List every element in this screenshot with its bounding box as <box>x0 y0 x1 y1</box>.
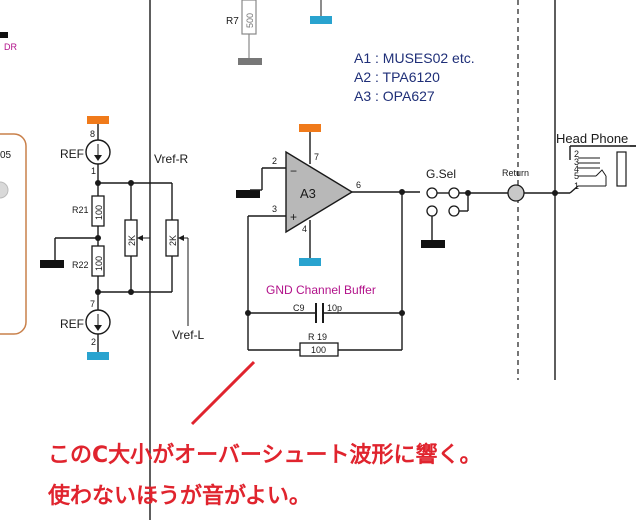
power-positive-bar <box>299 124 321 132</box>
ground-bar-icon <box>421 240 445 248</box>
power-positive-bar <box>87 116 109 124</box>
svg-text:3: 3 <box>574 157 579 167</box>
r7-label: R7 <box>226 16 239 27</box>
ref-top-label: REF <box>60 147 84 161</box>
r7-value: 500 <box>245 13 255 28</box>
r22-label: R22 <box>72 260 89 270</box>
reference-block: 8 REF 1 R21 100 R22 100 7 REF 2 <box>40 116 205 360</box>
gsel-label: G.Sel <box>426 167 456 181</box>
svg-text:7: 7 <box>90 299 95 309</box>
svg-text:8: 8 <box>90 129 95 139</box>
svg-text:1: 1 <box>91 166 96 176</box>
ground-bar-icon <box>238 58 262 65</box>
annotation-line1: このC大小がオーバーシュート波形に響く。 <box>48 442 482 468</box>
feedback-network: GND Channel Buffer C9 10p R 19 100 <box>245 283 405 357</box>
svg-text:6: 6 <box>356 180 361 190</box>
svg-text:100: 100 <box>94 256 104 271</box>
svg-text:4: 4 <box>574 164 579 174</box>
svg-text:+: + <box>290 210 297 224</box>
ground-bar-icon <box>236 190 260 198</box>
buffer-title: GND Channel Buffer <box>266 283 376 297</box>
annotation: このC大小がオーバーシュート波形に響く。 使わないほうが音がよい。 <box>47 360 482 509</box>
top-fragment: DR R7 500 <box>0 0 332 520</box>
return-label: Return <box>502 168 529 178</box>
svg-text:100: 100 <box>94 205 104 220</box>
svg-text:2K: 2K <box>127 235 137 246</box>
note-a1: A1 : MUSES02 etc. <box>354 50 475 66</box>
annotation-pointer <box>190 360 256 426</box>
note-a2: A2 : TPA6120 <box>354 69 440 85</box>
opamp-a3: 7 A3 − + 2 3 4 6 <box>236 124 420 350</box>
c9-value: 10p <box>327 303 342 313</box>
svg-text:7: 7 <box>314 152 319 162</box>
note-a3: A3 : OPA627 <box>354 88 435 104</box>
left-pin-label: 05 <box>0 150 12 161</box>
output-section: G.Sel Return Head Phone 2 3 4 5 1 <box>421 0 636 380</box>
vref-r-label: Vref-R <box>154 152 189 166</box>
svg-text:2: 2 <box>91 337 96 347</box>
ref-bottom-label: REF <box>60 317 84 331</box>
svg-text:−: − <box>290 164 297 178</box>
power-negative-bar <box>87 352 109 360</box>
power-negative-bar <box>299 258 321 266</box>
r19-value: 100 <box>311 345 326 355</box>
svg-text:3: 3 <box>272 204 277 214</box>
opamp-triangle <box>285 150 354 234</box>
svg-text:2: 2 <box>272 156 277 166</box>
return-node <box>507 184 525 202</box>
vref-l-label: Vref-L <box>172 328 205 342</box>
ground-bar-icon <box>0 32 8 38</box>
headphone-label: Head Phone <box>556 131 628 146</box>
svg-text:2: 2 <box>574 149 579 159</box>
left-panel: 05 <box>0 133 27 335</box>
svg-text:2K: 2K <box>168 235 178 246</box>
edge-tag: DR <box>4 42 17 52</box>
annotation-line2: 使わないほうが音がよい。 <box>47 483 311 509</box>
svg-text:1: 1 <box>574 181 579 191</box>
power-negative-bar <box>310 16 332 24</box>
headphone-jack <box>616 151 627 187</box>
r19-label: R 19 <box>308 332 327 342</box>
r21-label: R21 <box>72 205 89 215</box>
c9-label: C9 <box>293 303 305 313</box>
svg-text:4: 4 <box>302 224 307 234</box>
opamp-name: A3 <box>300 186 316 201</box>
r19-resistor <box>299 342 339 357</box>
opamp-notes: A1 : MUSES02 etc. A2 : TPA6120 A3 : OPA6… <box>354 50 475 104</box>
svg-text:5: 5 <box>574 171 579 181</box>
ground-bar-icon <box>40 260 64 268</box>
